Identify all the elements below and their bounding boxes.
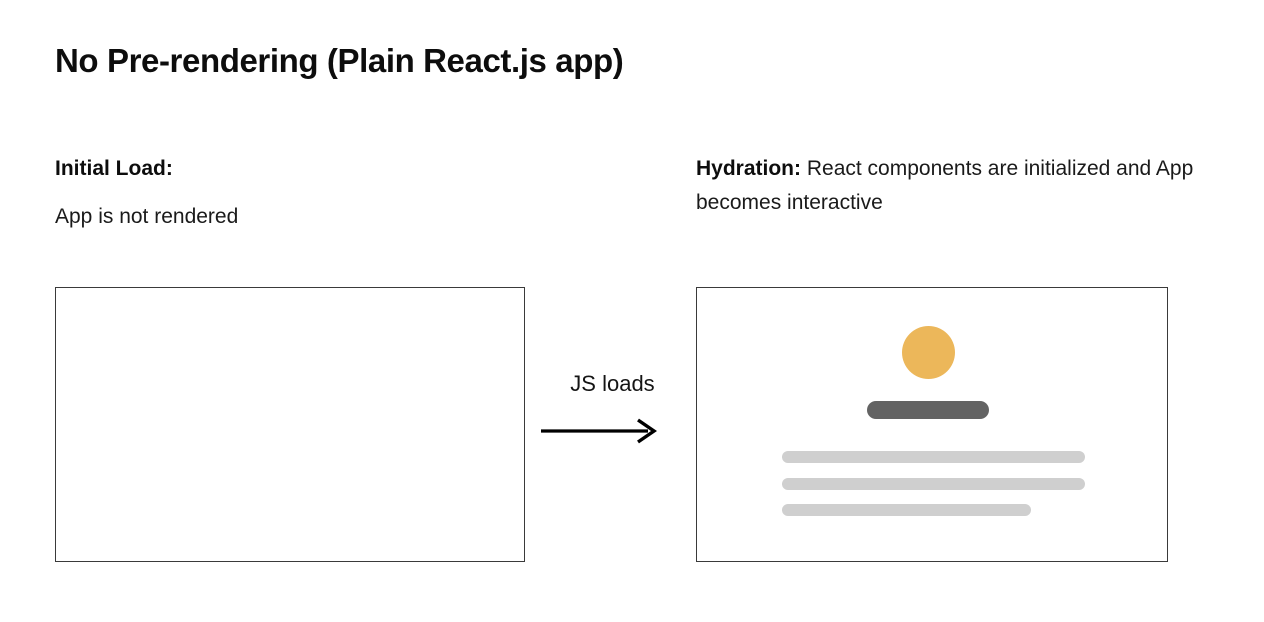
page-title: No Pre-rendering (Plain React.js app) <box>55 42 624 79</box>
text-placeholder-line <box>782 478 1085 490</box>
avatar <box>902 326 955 379</box>
transition-group: JS loads <box>540 370 685 444</box>
right-panel-heading: Hydration: <box>696 157 801 180</box>
text-placeholder-line <box>782 451 1085 463</box>
transition-label: JS loads <box>570 371 655 396</box>
title-placeholder-bar <box>867 401 989 419</box>
hydration-frame <box>696 287 1168 562</box>
left-panel-caption: Initial Load: App is not rendered <box>55 152 525 234</box>
left-panel-heading: Initial Load: <box>55 157 173 180</box>
right-panel-caption: Hydration: React components are initiali… <box>696 152 1226 220</box>
arrow-right-icon <box>541 418 658 444</box>
left-panel-description: App is not rendered <box>55 205 239 228</box>
right-panel-description: React components are initialized and App… <box>696 157 1194 214</box>
initial-load-frame <box>55 287 525 562</box>
text-placeholder-line <box>782 504 1031 516</box>
